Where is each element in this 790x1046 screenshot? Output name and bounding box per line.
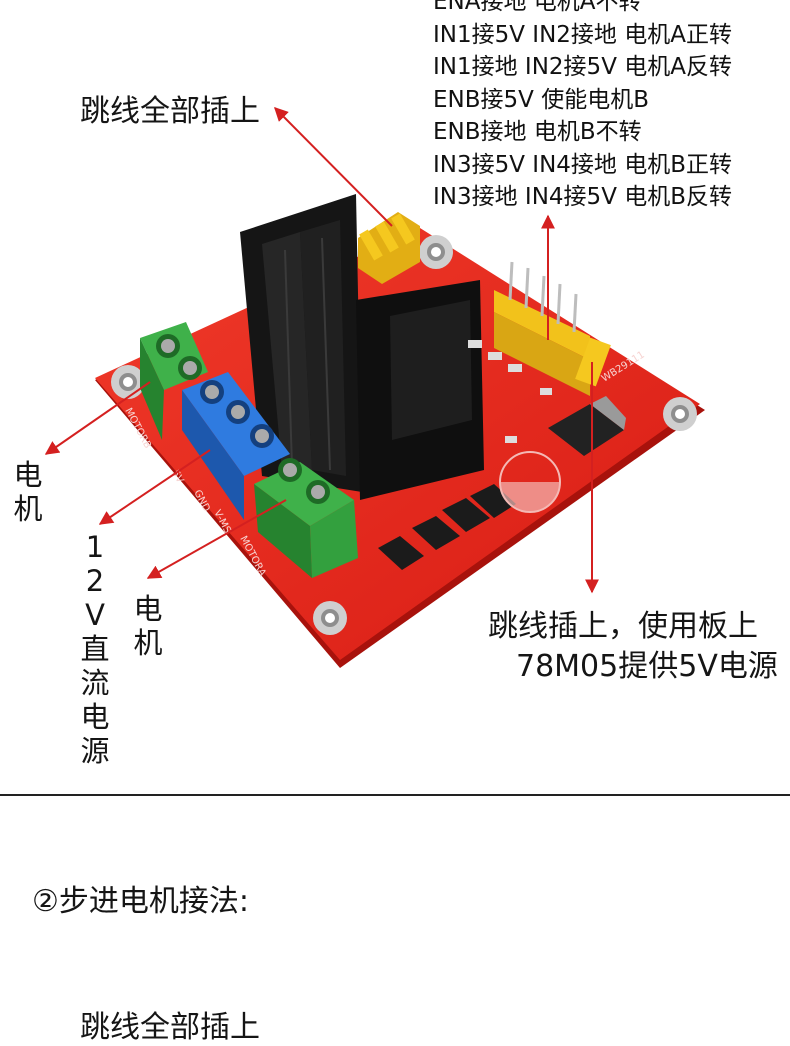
logic-line: ENA接地 电机A不转 bbox=[433, 0, 642, 15]
silk-logo bbox=[499, 451, 561, 513]
regulator-78m05 bbox=[548, 396, 626, 456]
label-jumper-bottom-1: 跳线插上，使用板上 bbox=[488, 609, 758, 644]
label-power: 12V直流电源 bbox=[80, 530, 110, 768]
mounting-holes bbox=[111, 235, 697, 635]
right-pin-header bbox=[494, 261, 611, 396]
product-photo: MOTORB 5V GND V-MS MOTORA WB29111 bbox=[44, 107, 705, 668]
arrow-power bbox=[98, 449, 211, 525]
heatsink bbox=[240, 194, 484, 500]
label-jumper-bottom-2: 78M05提供5V电源 bbox=[516, 649, 778, 684]
terminal-motor-b bbox=[140, 322, 208, 440]
arrow-motor-left bbox=[44, 381, 151, 455]
next-section-partial: 跳线全部插上 bbox=[80, 1010, 260, 1045]
smd-resistors bbox=[468, 340, 552, 443]
annotation-arrows bbox=[44, 107, 599, 594]
top-jumpers bbox=[358, 212, 420, 284]
label-motor-left: 电机 bbox=[13, 458, 43, 526]
section-divider bbox=[0, 794, 790, 796]
arrow-jumper-top bbox=[274, 107, 393, 227]
smd-diodes bbox=[378, 484, 516, 570]
logic-line: IN3接5V IN4接地 电机B正转 bbox=[433, 151, 733, 178]
logic-table: ENA接地 电机A不转 IN1接5V IN2接地 电机A正转 IN1接地 IN2接5… bbox=[433, 0, 732, 214]
terminal-motor-a bbox=[254, 458, 358, 578]
logic-line: ENB接地 电机B不转 bbox=[433, 119, 642, 145]
logic-line: ENB接5V 使能电机B bbox=[433, 86, 649, 113]
terminal-power bbox=[182, 372, 290, 520]
arrow-motor-mid bbox=[146, 499, 287, 579]
label-motor-mid: 电机 bbox=[133, 592, 163, 660]
logic-line: IN1接地 IN2接5V 电机A反转 bbox=[433, 54, 732, 80]
label-jumper-top: 跳线全部插上 bbox=[80, 94, 260, 129]
section-title: ②步进电机接法: bbox=[32, 884, 250, 919]
logic-line: IN3接地 IN4接5V 电机B反转 bbox=[433, 184, 733, 210]
logic-line: IN1接5V IN2接地 电机A正转 bbox=[433, 21, 732, 48]
